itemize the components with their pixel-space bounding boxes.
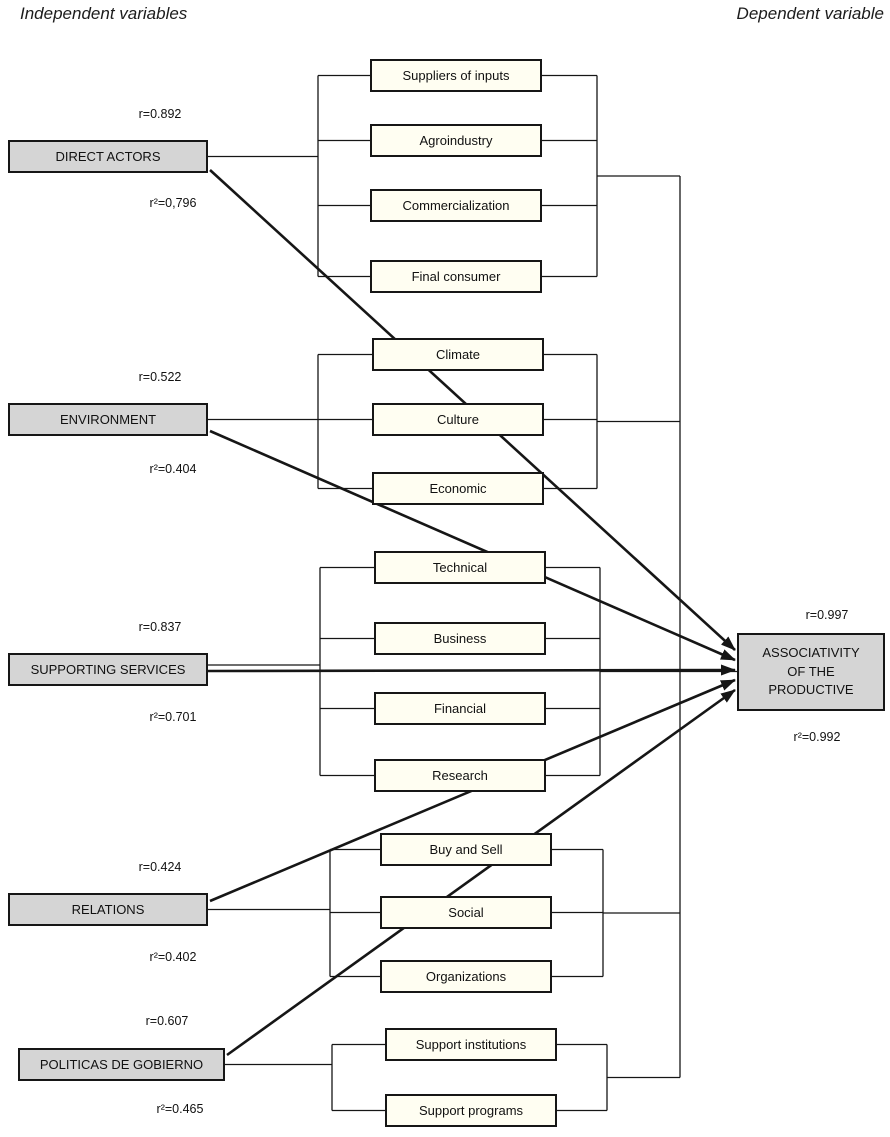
dependent-variable-line2: OF THE [787, 663, 835, 679]
indicator-support-institutions: Support institutions [385, 1028, 557, 1061]
independent-variable-direct-actors: DIRECT ACTORS [8, 140, 208, 173]
r2-label-environment: r²=0.404 [149, 462, 197, 476]
r2-label-politicas: r²=0.465 [156, 1102, 204, 1116]
indicator-organizations: Organizations [380, 960, 552, 993]
r-label-environment: r=0.522 [138, 370, 182, 384]
independent-variable-relations: RELATIONS [8, 893, 208, 926]
r2-label-supporting-services: r²=0.701 [149, 710, 197, 724]
indicator-commercialization: Commercialization [370, 189, 542, 222]
independent-variable-politicas-de-gobierno: POLITICAS DE GOBIERNO [18, 1048, 225, 1081]
dependent-variable-line1: ASSOCIATIVITY [762, 644, 860, 660]
arrow-politicas [226, 688, 736, 1057]
dependent-variable-heading: Dependent variable [736, 4, 884, 23]
indicator-business: Business [374, 622, 546, 655]
r-label-relations: r=0.424 [138, 860, 182, 874]
group1-bracket-lines [208, 74, 680, 278]
r-label-direct-actors: r=0.892 [138, 107, 182, 121]
arrow-supporting-services [207, 664, 736, 676]
indicator-agroindustry: Agroindustry [370, 124, 542, 157]
r-label-politicas: r=0.607 [145, 1014, 189, 1028]
independent-variable-environment: ENVIRONMENT [8, 403, 208, 436]
indicator-climate: Climate [372, 338, 544, 371]
group5-bracket-lines [225, 1043, 680, 1112]
r2-label-direct-actors: r²=0,796 [149, 196, 197, 210]
indicator-economic: Economic [372, 472, 544, 505]
independent-variable-supporting-services: SUPPORTING SERVICES [8, 653, 208, 686]
r2-label-dependent: r²=0.992 [793, 730, 841, 744]
indicator-buy-and-sell: Buy and Sell [380, 833, 552, 866]
indicator-social: Social [380, 896, 552, 929]
r-label-supporting-services: r=0.837 [138, 620, 182, 634]
indicator-final-consumer: Final consumer [370, 260, 542, 293]
indicator-suppliers-of-inputs: Suppliers of inputs [370, 59, 542, 92]
r-label-dependent: r=0.997 [805, 608, 849, 622]
indicator-culture: Culture [372, 403, 544, 436]
dependent-variable-box: ASSOCIATIVITY OF THE PRODUCTIVE [737, 633, 885, 711]
independent-variables-heading: Independent variables [20, 4, 188, 23]
indicator-technical: Technical [374, 551, 546, 584]
group4-bracket-lines [208, 848, 680, 978]
dependent-variable-line3: PRODUCTIVE [768, 682, 854, 698]
arrow-environment [209, 429, 736, 662]
indicator-support-programs: Support programs [385, 1094, 557, 1127]
indicator-financial: Financial [374, 692, 546, 725]
indicator-research: Research [374, 759, 546, 792]
r2-label-relations: r²=0.402 [149, 950, 197, 964]
